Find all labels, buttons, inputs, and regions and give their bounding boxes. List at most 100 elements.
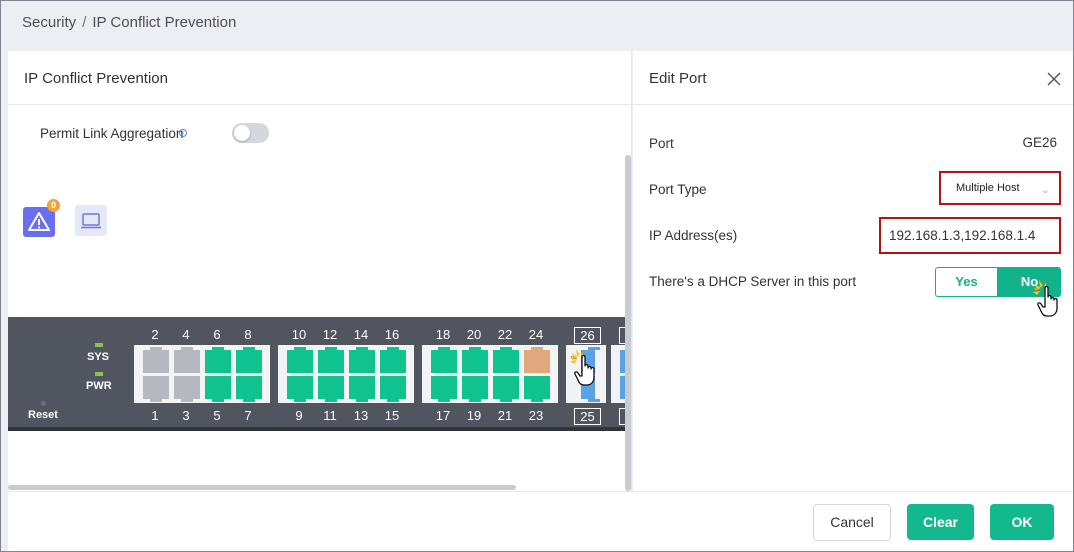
port-21[interactable] — [493, 376, 519, 402]
port-number: 3 — [182, 408, 190, 423]
port-14[interactable] — [349, 347, 375, 373]
port-number: 1 — [151, 408, 159, 423]
click-cursor-icon — [1031, 278, 1067, 318]
ip-address-input[interactable] — [879, 217, 1061, 254]
toggle-knob — [234, 125, 250, 141]
port-number: 21 — [497, 408, 513, 423]
port-number: 15 — [384, 408, 400, 423]
port-2[interactable] — [143, 347, 169, 373]
port-12[interactable] — [318, 347, 344, 373]
port-number: 4 — [182, 327, 190, 342]
port-17[interactable] — [431, 376, 457, 402]
port-group — [134, 345, 270, 403]
sys-label: SYS — [87, 351, 110, 363]
port-23[interactable] — [524, 376, 550, 402]
port-number: 14 — [353, 327, 369, 342]
reset-button[interactable] — [41, 401, 46, 406]
port-8[interactable] — [236, 347, 262, 373]
dhcp-no-button[interactable]: No — [998, 267, 1061, 297]
ip-address-label: IP Address(es) — [649, 228, 738, 243]
sys-led — [95, 343, 103, 347]
port-number: 16 — [384, 327, 400, 342]
port-number: 17 — [435, 408, 451, 423]
port-3[interactable] — [174, 376, 200, 402]
panel-title: IP Conflict Prevention — [24, 70, 168, 87]
permit-link-aggregation-label: Permit Link Aggregation — [40, 126, 184, 141]
port-number: 10 — [291, 327, 307, 342]
port-number: 12 — [322, 327, 338, 342]
port-number: 18 — [435, 327, 451, 342]
reset-label: Reset — [28, 409, 58, 421]
warning-count-badge: 0 — [47, 199, 60, 212]
port-7[interactable] — [236, 376, 262, 402]
click-cursor-icon — [568, 347, 604, 387]
breadcrumb-current: IP Conflict Prevention — [92, 14, 237, 31]
port-number: 9 — [295, 408, 303, 423]
breadcrumb: Security / IP Conflict Prevention — [22, 14, 236, 31]
cursor-svg — [570, 349, 595, 386]
port-24[interactable] — [524, 347, 550, 373]
edit-port-title: Edit Port — [649, 70, 707, 87]
monitor-icon[interactable] — [75, 205, 107, 236]
port-number: 2 — [151, 327, 159, 342]
dhcp-server-label: There's a DHCP Server in this port — [649, 274, 857, 289]
info-icon[interactable]: i — [179, 129, 187, 137]
dialog-footer: Cancel Clear OK — [8, 491, 1073, 551]
port-group — [278, 345, 414, 403]
cursor-svg — [1033, 280, 1058, 317]
warning-triangle-svg — [28, 212, 50, 231]
breadcrumb-separator: / — [82, 14, 87, 31]
port-16[interactable] — [380, 347, 406, 373]
sfp-port-number: 26 — [574, 327, 601, 344]
ip-conflict-panel: IP Conflict Prevention Permit Link Aggre… — [8, 51, 632, 491]
port-number: 19 — [466, 408, 482, 423]
permit-link-aggregation-toggle[interactable] — [232, 123, 269, 143]
port-18[interactable] — [431, 347, 457, 373]
port-4[interactable] — [174, 347, 200, 373]
port-6[interactable] — [205, 347, 231, 373]
close-icon[interactable] — [1047, 72, 1061, 86]
port-number: 13 — [353, 408, 369, 423]
port-type-value: Multiple Host — [956, 182, 1020, 194]
port-5[interactable] — [205, 376, 231, 402]
breadcrumb-parent[interactable]: Security — [22, 14, 77, 31]
vertical-scrollbar[interactable] — [625, 155, 631, 491]
dhcp-yes-button[interactable]: Yes — [935, 267, 998, 297]
port-number: 20 — [466, 327, 482, 342]
monitor-svg — [81, 213, 101, 229]
close-svg — [1047, 72, 1061, 86]
port-label: Port — [649, 136, 674, 151]
port-number: 7 — [244, 408, 252, 423]
port-number: 6 — [213, 327, 221, 342]
horizontal-scrollbar[interactable] — [8, 485, 516, 490]
port-11[interactable] — [318, 376, 344, 402]
warning-triangle-icon[interactable] — [23, 207, 55, 237]
edit-port-panel: Edit Port Port GE26 Port Type Multiple H… — [633, 51, 1073, 491]
port-15[interactable] — [380, 376, 406, 402]
port-9[interactable] — [287, 376, 313, 402]
port-type-select[interactable]: Multiple Host ⌄ — [939, 171, 1061, 205]
port-group — [422, 345, 558, 403]
port-type-label: Port Type — [649, 182, 707, 197]
sfp-port-number: 25 — [574, 408, 601, 425]
port-number: 24 — [528, 327, 544, 342]
port-19[interactable] — [462, 376, 488, 402]
panel-divider — [8, 104, 631, 105]
panel-divider — [633, 104, 1073, 105]
port-number: 8 — [244, 327, 252, 342]
port-number: 5 — [213, 408, 221, 423]
port-10[interactable] — [287, 347, 313, 373]
port-22[interactable] — [493, 347, 519, 373]
clear-button[interactable]: Clear — [907, 504, 974, 540]
pwr-led — [95, 372, 103, 376]
port-1[interactable] — [143, 376, 169, 402]
port-value: GE26 — [1022, 135, 1057, 150]
port-number: 22 — [497, 327, 513, 342]
cancel-button[interactable]: Cancel — [813, 504, 891, 541]
switch-base — [8, 427, 631, 431]
port-13[interactable] — [349, 376, 375, 402]
switch-front-panel: SYS PWR Reset 2 4 6 8 10 12 14 16 18 20 … — [8, 317, 631, 431]
port-20[interactable] — [462, 347, 488, 373]
ok-button[interactable]: OK — [990, 504, 1054, 540]
